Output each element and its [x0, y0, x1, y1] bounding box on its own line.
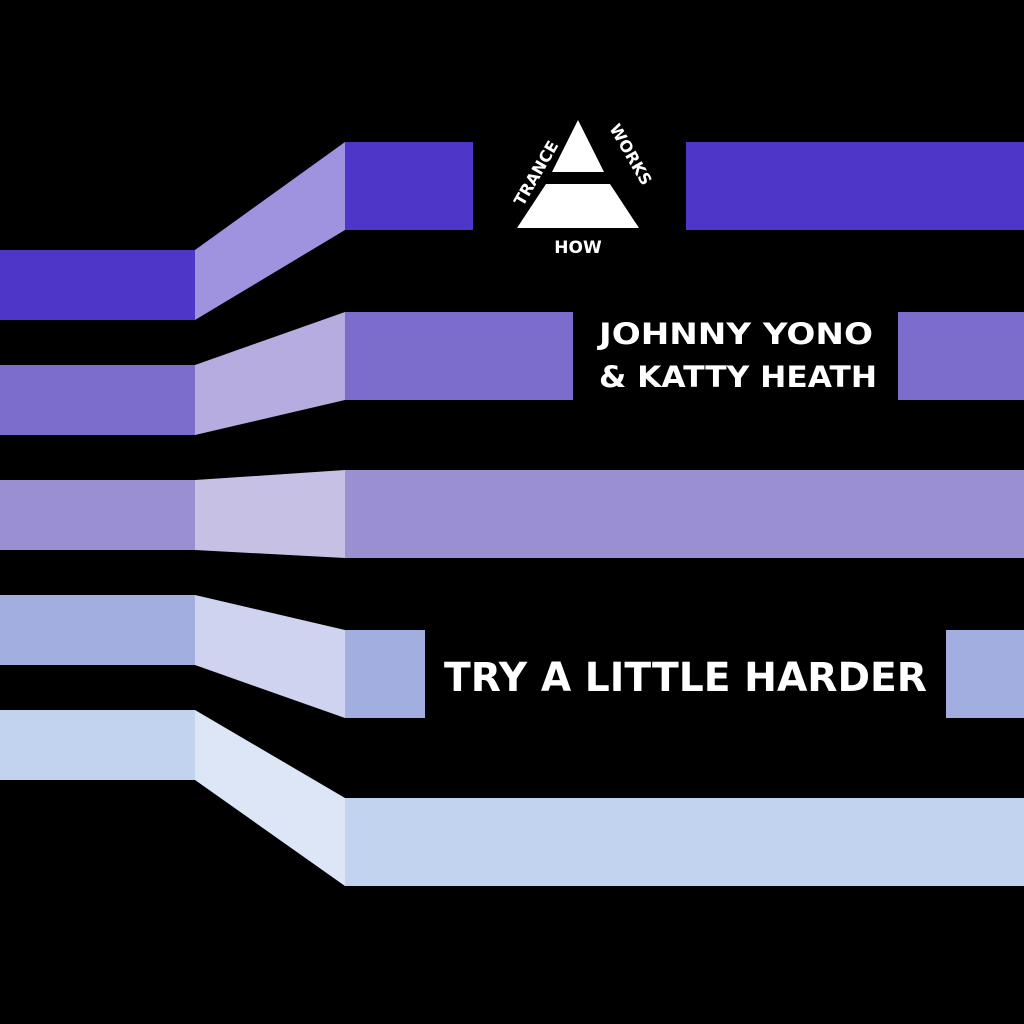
- artist-line-1: JOHNNY YONO: [597, 317, 873, 351]
- band-4-right-face: [946, 630, 1024, 718]
- band-4: [0, 595, 1024, 718]
- band-2-right-face: [898, 312, 1024, 400]
- band-2-mid-face: [345, 312, 573, 400]
- band-3: [0, 470, 1024, 558]
- band-1-mid-face: [345, 142, 473, 230]
- logo-word-bottom: HOW: [554, 238, 602, 258]
- band-2: [0, 312, 1024, 435]
- band-1: [0, 142, 1024, 320]
- band-5: [0, 710, 1024, 886]
- band-4-mid-face: [345, 630, 425, 718]
- band-1-left-face: [0, 250, 195, 320]
- band-1-right-face: [686, 142, 1024, 230]
- band-5-left-face: [0, 710, 195, 780]
- band-3-slant: [195, 470, 345, 558]
- triangle-logo-base-icon: [517, 184, 639, 228]
- band-5-slant: [195, 710, 345, 886]
- band-2-left-face: [0, 365, 195, 435]
- triangle-logo-icon: [552, 120, 604, 172]
- track-title: TRY A LITTLE HARDER: [444, 655, 927, 701]
- logo-word-right: WORKS: [606, 121, 656, 189]
- label-logo: TRANCE WORKS HOW: [510, 120, 656, 258]
- band-5-right-face: [345, 798, 1024, 886]
- band-4-left-face: [0, 595, 195, 665]
- band-3-left-face: [0, 480, 195, 550]
- band-4-slant: [195, 595, 345, 718]
- band-2-slant: [195, 312, 345, 435]
- artist-line-2: & KATTY HEATH: [599, 360, 877, 394]
- band-1-slant: [195, 142, 345, 320]
- band-3-right-face: [345, 470, 1024, 558]
